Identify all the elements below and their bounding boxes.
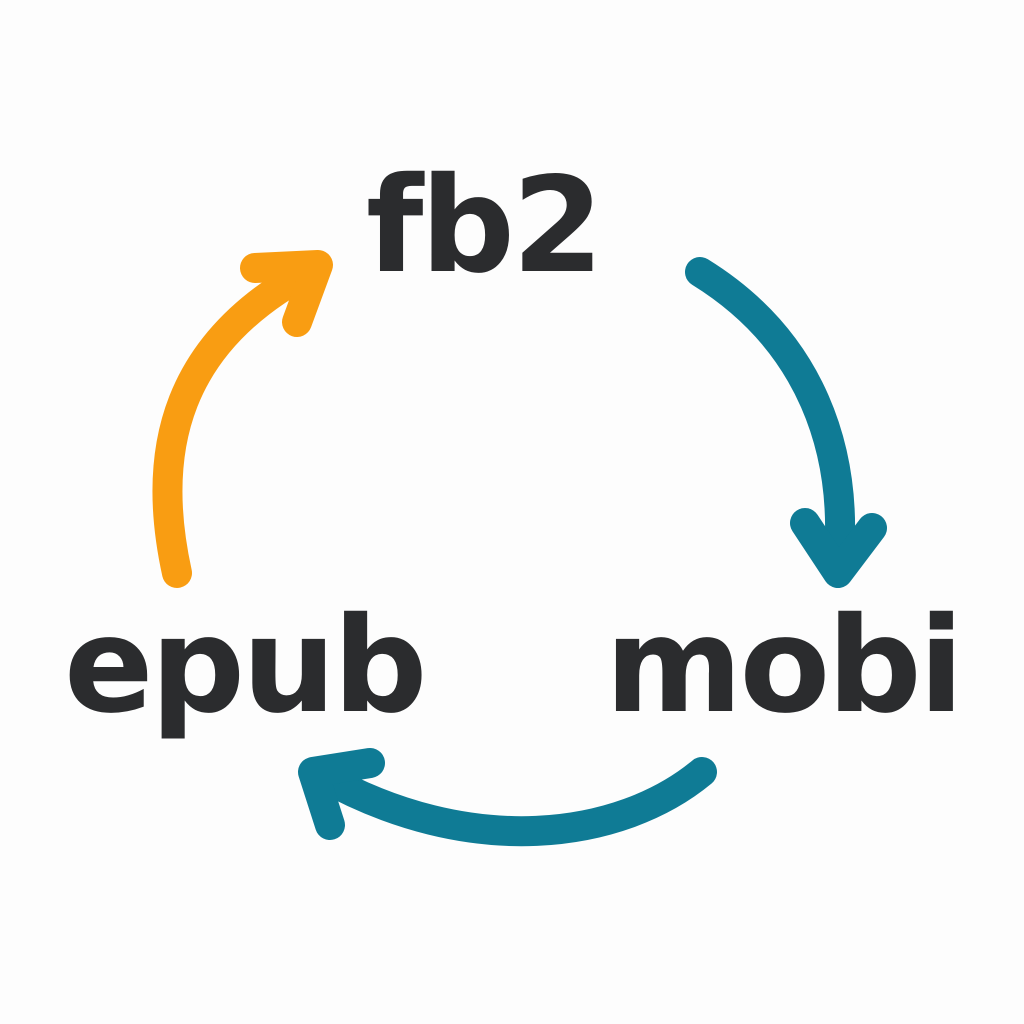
arrow-epub-to-fb2-shaft xyxy=(152,253,330,588)
arrow-mobi-to-epub-head xyxy=(298,748,385,840)
node-label-fb2: fb2 xyxy=(366,149,604,303)
arrow-epub-to-fb2 xyxy=(152,250,333,588)
arrow-fb2-to-mobi xyxy=(685,257,887,588)
arrow-mobi-to-epub xyxy=(298,748,717,847)
arrow-fb2-to-mobi-shaft xyxy=(685,257,856,583)
arrow-epub-to-fb2-head xyxy=(240,250,333,337)
node-label-mobi: mobi xyxy=(605,589,964,743)
arrow-fb2-to-mobi-head xyxy=(790,508,887,588)
node-label-epub: epub xyxy=(64,589,427,743)
arrow-mobi-to-epub-shaft xyxy=(305,757,717,847)
